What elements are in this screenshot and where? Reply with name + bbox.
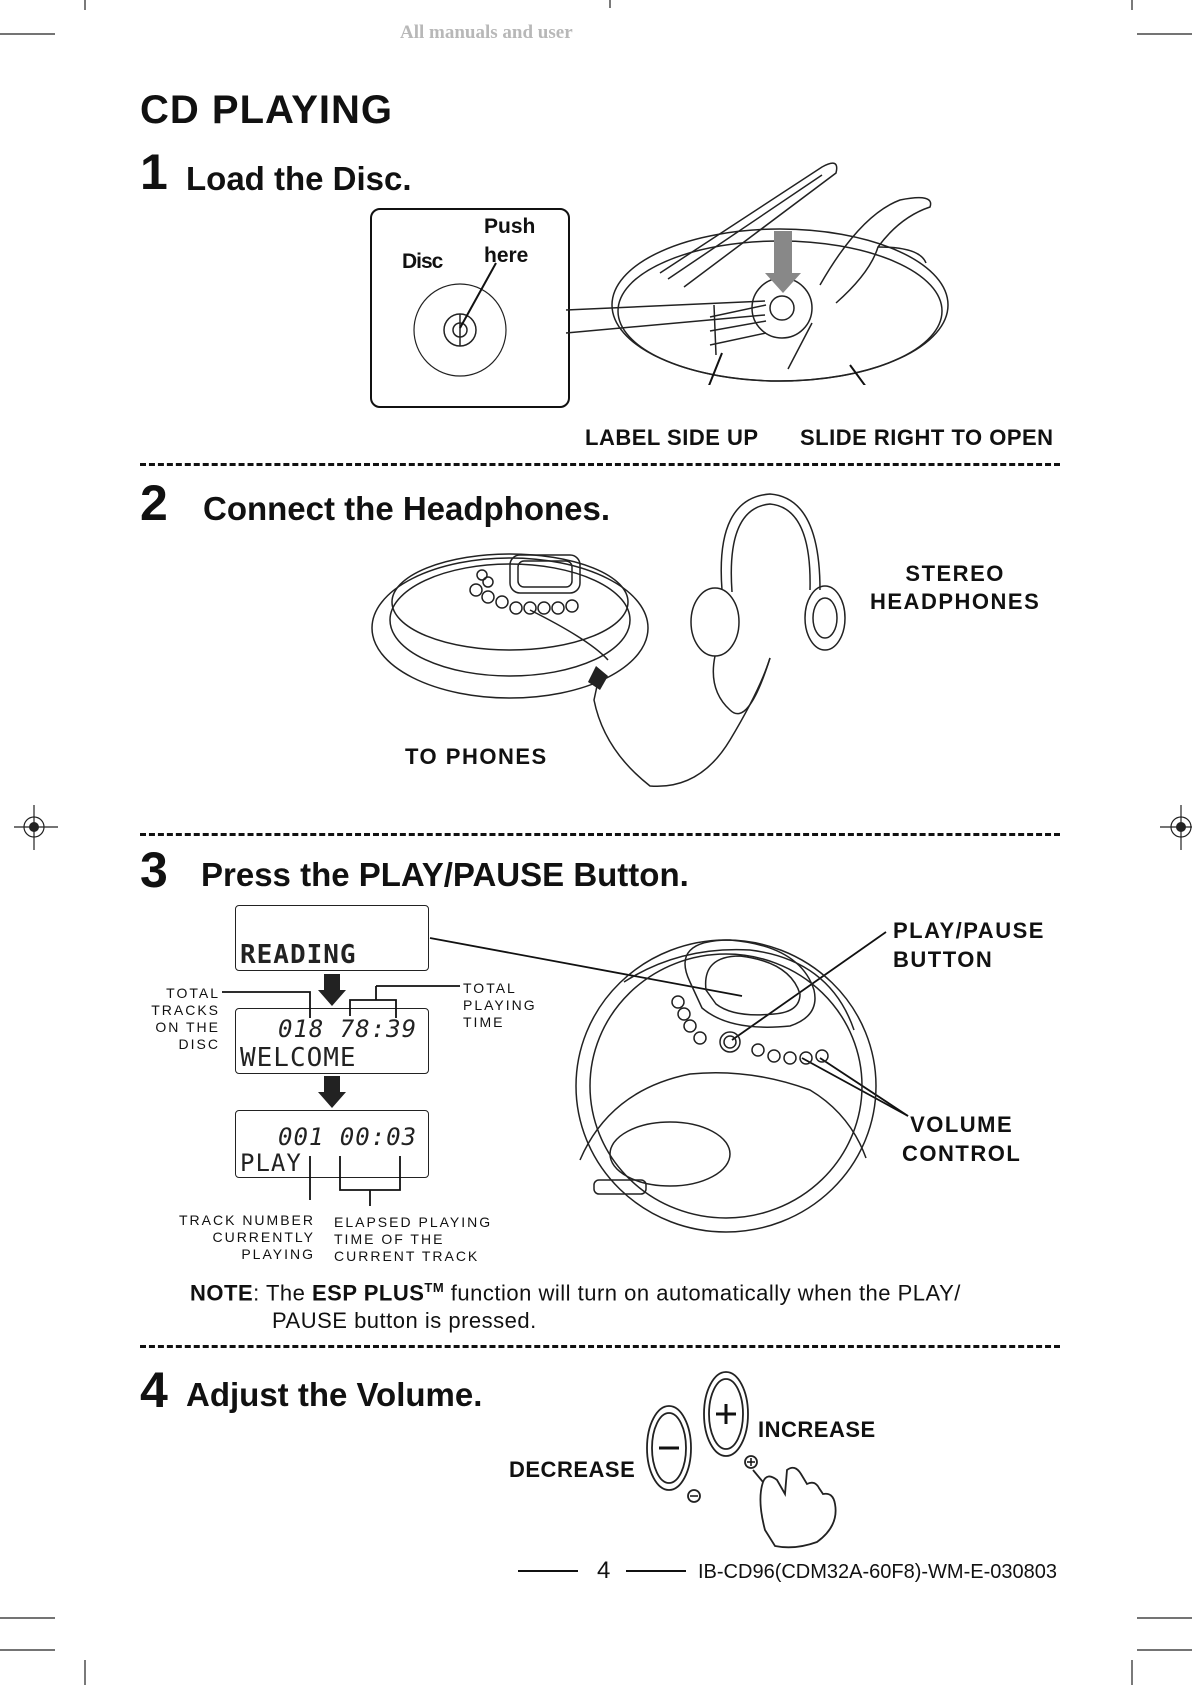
section-divider: [140, 1345, 1060, 1348]
lcd-reading-display: READING: [235, 905, 429, 971]
step-2-title: Connect the Headphones.: [203, 490, 611, 527]
decrease-label: DECREASE: [509, 1457, 636, 1482]
step-3-number: 3: [140, 842, 168, 898]
to-phones-label: TO PHONES: [405, 744, 548, 769]
lcd-play-top: 001 00:03: [278, 1123, 418, 1151]
increase-label: INCREASE: [758, 1417, 876, 1442]
page-number: 4: [597, 1557, 611, 1584]
cd-player-play-illustration: [222, 931, 909, 1233]
cd-player-headphones-illustration: [371, 493, 846, 788]
lcd-reading-text: READING: [240, 940, 357, 970]
watermark-text: All manuals and user: [400, 22, 573, 43]
footer-rule-right: [626, 1570, 686, 1572]
document-code: IB-CD96(CDM32A-60F8)-WM-E-030803: [698, 1561, 1057, 1583]
page-title: CD PLAYING: [140, 88, 394, 132]
footer-rule-left: [518, 1570, 578, 1572]
inset-disc-label: Disc: [402, 250, 443, 273]
note-paragraph: NOTE: The ESP PLUSTM function will turn …: [190, 1280, 961, 1334]
lcd-welcome-top: 018 78:39: [278, 1015, 418, 1043]
step-1-title: Load the Disc.: [186, 160, 412, 197]
lcd-welcome-display: 018 78:39 WELCOME: [235, 1008, 429, 1074]
step-4-number: 4: [140, 1362, 168, 1418]
lcd-welcome-bottom: WELCOME: [240, 1043, 357, 1073]
volume-buttons-illustration: [646, 1371, 837, 1549]
step-2-number: 2: [140, 475, 168, 531]
section-divider: [140, 463, 1060, 466]
cd-player-open-illustration: [565, 162, 949, 385]
slide-right-to-open-label: SLIDE RIGHT TO OPEN: [800, 425, 1054, 450]
step-3-title: Press the PLAY/PAUSE Button.: [201, 856, 689, 893]
lcd-play-bottom: PLAY: [240, 1149, 302, 1177]
label-side-up-label: LABEL SIDE UP: [585, 425, 759, 450]
inset-disc-drawing: [413, 262, 507, 377]
lcd-play-display: 001 00:03 PLAY: [235, 1110, 429, 1178]
step-4-title: Adjust the Volume.: [186, 1376, 483, 1413]
section-divider: [140, 833, 1060, 836]
step-1-number: 1: [140, 144, 168, 200]
